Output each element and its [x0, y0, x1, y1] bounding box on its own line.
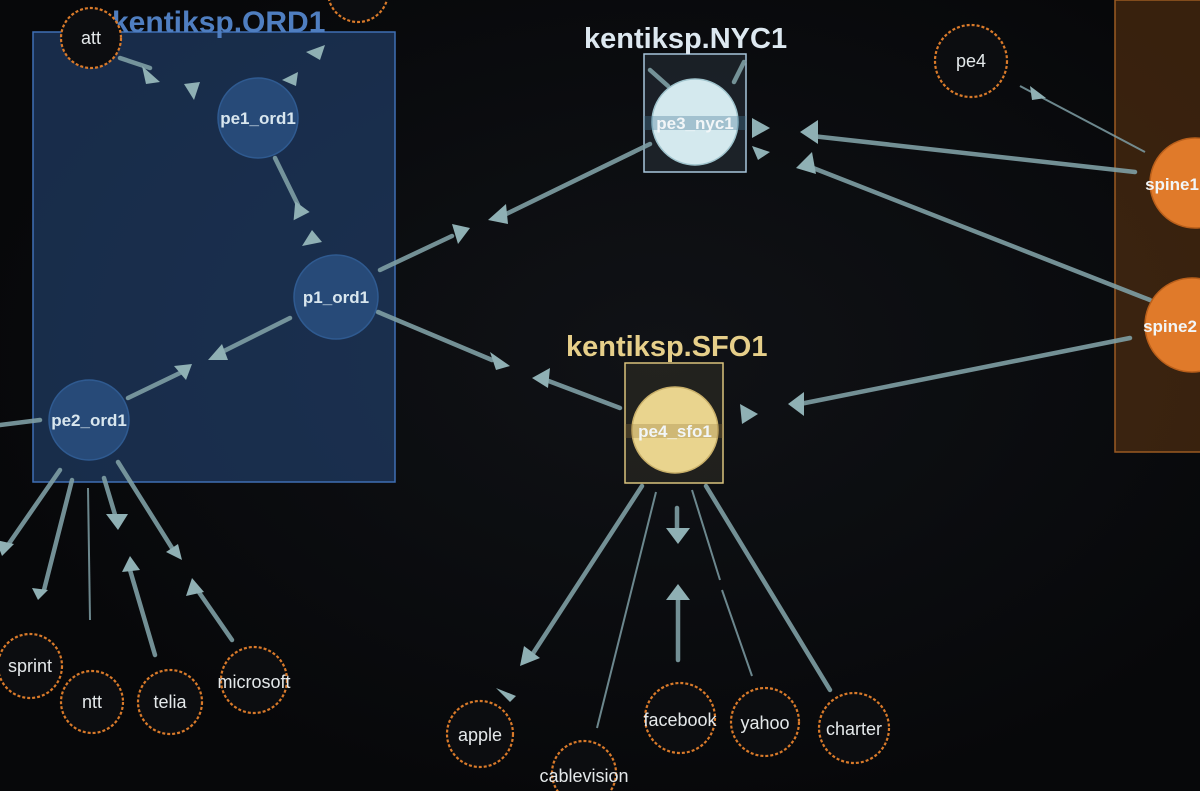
- link-microsoft-to-pe2: [193, 585, 235, 643]
- link-p1-to-nyc: [377, 233, 455, 273]
- peer-top-partial[interactable]: [327, 0, 389, 24]
- link-cablevision-to-sfo: [596, 491, 657, 729]
- router-label-pe2-ord1: pe2_ord1: [51, 411, 127, 430]
- peer-ntt[interactable]: ntt: [59, 669, 125, 735]
- link-pe2-to-telia: [101, 475, 119, 521]
- peer-microsoft[interactable]: microsoft: [217, 645, 291, 715]
- peer-cablevision[interactable]: cablevision: [539, 739, 629, 791]
- router-pe4-sfo1[interactable]: pe4_sfo1: [625, 386, 723, 474]
- arrowheads: [0, 45, 1046, 702]
- link-yahoo-to-sfo: [721, 589, 753, 677]
- group-title-nyc1: kentiksp.NYC1: [584, 23, 787, 55]
- router-pe3-nyc1[interactable]: pe3_nyc1: [644, 78, 746, 166]
- link-sfo-to-apple: [529, 483, 645, 658]
- link-pe2-to-edge-1: [5, 467, 63, 548]
- router-label-spine1: spine1: [1145, 175, 1199, 194]
- peer-charter[interactable]: charter: [817, 691, 891, 765]
- peer-label-pe4: pe4: [956, 51, 986, 71]
- links: [0, 55, 1153, 729]
- router-label-pe4-sfo1: pe4_sfo1: [638, 422, 712, 441]
- router-label-pe3-nyc1: pe3_nyc1: [656, 114, 734, 133]
- peer-label-ntt: ntt: [82, 692, 102, 712]
- peer-yahoo[interactable]: yahoo: [729, 686, 801, 758]
- link-att-to-ord: [117, 55, 153, 71]
- peer-label-cablevision: cablevision: [539, 766, 628, 786]
- peer-sprint[interactable]: sprint: [0, 632, 64, 700]
- link-sfo-to-yahoo: [691, 489, 721, 581]
- router-spine2[interactable]: spine2: [1143, 277, 1200, 373]
- link-spine1-to-nyc: [809, 133, 1138, 175]
- link-charter-to-sfo: [703, 483, 833, 693]
- link-pe2-to-p1: [125, 369, 185, 401]
- link-spine2-to-sfo: [797, 335, 1133, 407]
- link-nyc-up-2: [731, 59, 747, 85]
- router-spine1[interactable]: spine1: [1145, 137, 1200, 229]
- peer-facebook[interactable]: facebook: [643, 681, 718, 755]
- peer-apple[interactable]: apple: [445, 699, 515, 769]
- router-pe2-ord1[interactable]: pe2_ord1: [48, 379, 130, 461]
- link-pe2-to-sprint: [41, 477, 75, 593]
- peer-label-sprint: sprint: [8, 656, 52, 676]
- peer-label-telia: telia: [153, 692, 187, 712]
- peer-label-apple: apple: [458, 725, 502, 745]
- router-label-pe1-ord1: pe1_ord1: [220, 109, 296, 128]
- link-spine2-to-nyc: [805, 163, 1153, 303]
- link-p1-to-sfo: [375, 309, 495, 363]
- link-nyc-up-1: [647, 67, 671, 89]
- link-p1-to-pe2: [219, 315, 293, 355]
- link-sfo-to-ord: [543, 377, 623, 411]
- router-label-spine2: spine2: [1143, 317, 1197, 336]
- link-nyc-to-ord: [499, 141, 653, 219]
- link-telia-to-pe2: [127, 567, 158, 658]
- link-pe2-to-ntt: [87, 487, 91, 621]
- group-title-ord1: kentiksp.ORD1: [112, 6, 325, 39]
- link-pe2-to-microsoft: [115, 459, 175, 551]
- peer-label-yahoo: yahoo: [740, 713, 789, 733]
- group-title-sfo1: kentiksp.SFO1: [566, 331, 767, 363]
- peer-pe4[interactable]: pe4: [933, 23, 1009, 99]
- link-edge-to-pe2: [0, 417, 43, 428]
- peer-label-microsoft: microsoft: [217, 672, 290, 692]
- peer-label-att: att: [81, 28, 101, 48]
- peer-att[interactable]: att: [59, 6, 123, 70]
- peer-telia[interactable]: telia: [136, 668, 204, 736]
- peer-label-charter: charter: [826, 719, 882, 739]
- router-p1-ord1[interactable]: p1_ord1: [293, 254, 379, 340]
- link-pe1-to-p1: [272, 155, 301, 208]
- router-pe1-ord1[interactable]: pe1_ord1: [217, 77, 299, 159]
- peer-label-facebook: facebook: [643, 710, 717, 730]
- router-label-p1-ord1: p1_ord1: [303, 288, 369, 307]
